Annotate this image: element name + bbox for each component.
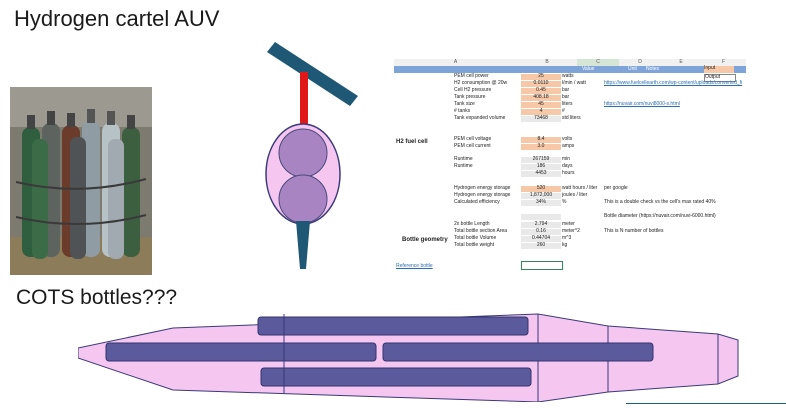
row-unit[interactable]: std liters <box>562 115 581 121</box>
row-value[interactable]: 0.0110 <box>521 81 561 87</box>
row-value[interactable]: 260 <box>521 243 561 249</box>
row-value[interactable]: 73468 <box>521 116 561 122</box>
row-unit[interactable]: hours <box>562 170 575 176</box>
row-value[interactable]: 2.794 <box>521 222 561 228</box>
slide-subtitle: COTS bottles??? <box>16 286 178 309</box>
row-value[interactable]: 1,872,000 <box>521 193 561 199</box>
row-notes[interactable]: Bottle diameter (https://nuvair.com/nuvi… <box>604 213 716 219</box>
row-unit[interactable]: liters <box>562 101 573 107</box>
section-bottle-geometry: Bottle geometry <box>402 237 448 243</box>
accent-line <box>626 403 786 404</box>
row-notes[interactable]: https://nuvair.com/nuvi8000-s.html <box>604 101 680 107</box>
mast-fin <box>267 42 358 106</box>
output-label: Output <box>704 74 736 82</box>
row-label[interactable]: Tank pressure <box>454 94 486 100</box>
row-unit[interactable]: meter^2 <box>562 228 580 234</box>
h2-tube-top <box>257 316 529 336</box>
row-value[interactable]: 4 <box>521 109 561 115</box>
row-label[interactable]: PEM cell power <box>454 73 489 79</box>
spreadsheet: A B C D E F Value Unit Notes Input Outpu… <box>394 59 746 272</box>
row-label[interactable]: Hydrogen energy storage <box>454 185 511 191</box>
auv-horizontal-diagram <box>78 313 739 402</box>
row-unit[interactable]: meter <box>562 221 575 227</box>
row-label[interactable]: Tank size <box>454 101 475 107</box>
row-label[interactable]: Tank expanded volume <box>454 115 506 121</box>
row-value[interactable]: 4453 <box>521 171 561 177</box>
cylinders-photo <box>10 87 152 275</box>
row-label[interactable]: 2x bottle Length <box>454 221 490 227</box>
tail-fin <box>296 221 310 269</box>
section-h2-fuel-cell: H2 fuel cell <box>396 139 428 145</box>
row-label[interactable]: PEM cell current <box>454 143 491 149</box>
row-notes[interactable]: This is N number of bottles <box>604 228 664 234</box>
row-unit[interactable]: amps <box>562 143 575 149</box>
h2-tube-bottom <box>260 367 532 387</box>
row-label[interactable]: H2 consumption @ 20w <box>454 80 508 86</box>
row-notes[interactable]: This is a double check vs the cell's max… <box>604 199 716 205</box>
row-unit[interactable]: l/min / watt <box>562 80 586 86</box>
row-value[interactable]: 3.0 <box>521 144 561 150</box>
h2-tube-middle-right <box>382 342 654 362</box>
row-value[interactable] <box>521 214 561 220</box>
h2-tube-middle-left <box>105 342 377 362</box>
row-unit[interactable]: # <box>562 108 565 114</box>
row-unit[interactable]: min <box>562 156 571 162</box>
selected-cell[interactable] <box>521 261 563 270</box>
row-notes[interactable]: per google <box>604 185 628 191</box>
row-unit[interactable]: bar <box>562 87 570 93</box>
header-notes: Notes <box>646 66 660 72</box>
row-value[interactable]: 34% <box>521 200 561 206</box>
row-label[interactable]: Runtime <box>454 163 473 169</box>
row-value[interactable]: 0.16 <box>521 229 561 235</box>
row-value[interactable]: 408.18 <box>521 95 561 101</box>
row-value[interactable]: 267159 <box>521 157 561 163</box>
row-value[interactable]: 25 <box>521 74 561 80</box>
row-label[interactable]: # tanks <box>454 108 471 114</box>
slide-title: Hydrogen cartel AUV <box>14 6 220 31</box>
mast-pole <box>300 72 308 130</box>
row-value[interactable]: 0.45 <box>521 88 561 94</box>
h2-bottle-top <box>278 128 328 178</box>
row-label[interactable]: Cell H2 pressure <box>454 87 492 93</box>
row-label[interactable]: Hydrogen energy storage <box>454 192 511 198</box>
row-label[interactable]: PEM cell voltage <box>454 136 492 142</box>
row-value[interactable]: 8.4 <box>521 137 561 143</box>
header-input: Input <box>704 66 734 73</box>
header-value: Value <box>582 66 595 72</box>
row-value[interactable]: 186 <box>521 164 561 170</box>
row-label[interactable]: Calculated efficiency <box>454 199 500 205</box>
header-unit: Unit <box>628 66 637 72</box>
row-unit[interactable]: watts <box>562 73 574 79</box>
row-unit[interactable]: % <box>562 199 567 205</box>
row-unit[interactable]: days <box>562 163 573 169</box>
h2-bottle-bottom <box>278 174 328 224</box>
row-value[interactable]: 520 <box>521 186 561 192</box>
row-label[interactable]: Total bottle Volume <box>454 235 497 241</box>
sheet-header-row <box>394 66 746 73</box>
row-unit[interactable]: m^3 <box>562 235 572 241</box>
row-label[interactable]: Runtime <box>454 156 473 162</box>
row-value[interactable]: 0.44704 <box>521 236 561 242</box>
row-unit[interactable]: bar <box>562 94 570 100</box>
row-label[interactable]: Total bottle section Area <box>454 228 508 234</box>
row-label[interactable]: Total bottle weight <box>454 242 495 248</box>
row-unit[interactable]: kg <box>562 242 568 248</box>
auv-vertical-diagram <box>265 42 358 269</box>
row-notes[interactable]: https://www.fuelcellearth.com/wp-content… <box>604 80 743 86</box>
row-unit[interactable]: volts <box>562 136 573 142</box>
reference-bottle-link[interactable]: Reference bottle <box>396 263 433 269</box>
row-unit[interactable]: joules / liter <box>562 192 588 198</box>
row-value[interactable]: 45 <box>521 102 561 108</box>
row-unit[interactable]: watt hours / liter <box>562 185 598 191</box>
